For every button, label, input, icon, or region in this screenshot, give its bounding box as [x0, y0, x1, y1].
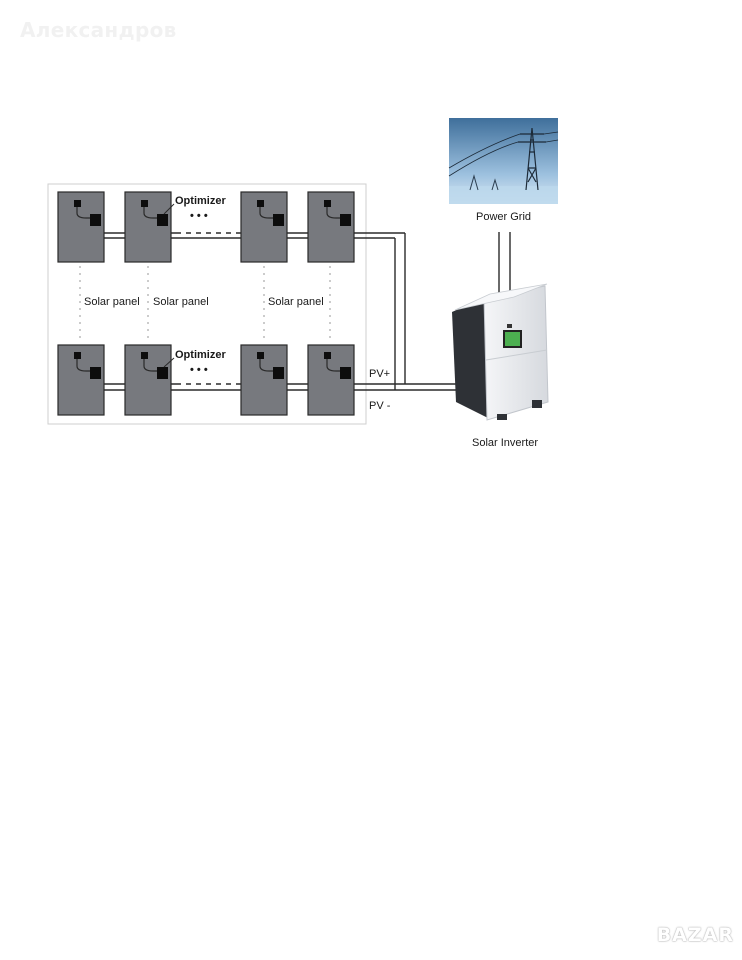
solar-panel-icon [124, 344, 172, 416]
optimizer-leaders [163, 203, 175, 368]
ellipsis-bottom: • • • [190, 364, 208, 376]
solar-panel-icon [240, 344, 288, 416]
bazar-logo: BAZAR [656, 924, 734, 946]
row-connectors [79, 266, 331, 342]
optimizer-icon [90, 367, 101, 379]
solar-inverter-image [452, 283, 549, 421]
solar-panel-icon [57, 191, 105, 263]
optimizer-icon [340, 367, 351, 379]
solar-panel-label-1: Solar panel [84, 296, 140, 308]
optimizer-icon [273, 367, 284, 379]
solar-inverter-label: Solar Inverter [472, 437, 538, 449]
power-grid-label: Power Grid [476, 211, 531, 223]
solar-panel-label-2: Solar panel [153, 296, 209, 308]
solar-panel-icon [240, 191, 288, 263]
watermark-text: Александров [20, 18, 177, 42]
ellipsis-top: • • • [190, 210, 208, 222]
optimizer-label-top: Optimizer [175, 195, 226, 207]
solar-panel-icon [307, 191, 355, 263]
bottom-row-panels [57, 344, 355, 416]
solar-panel-icon [57, 344, 105, 416]
pv-minus-label: PV - [369, 400, 391, 412]
pv-plus-label: PV+ [369, 368, 390, 380]
optimizer-icon [90, 214, 101, 226]
top-row-panels [57, 191, 355, 263]
solar-panel-icon [307, 344, 355, 416]
power-grid-image [448, 118, 559, 204]
optimizer-icon [340, 214, 351, 226]
optimizer-icon [157, 214, 168, 226]
optimizer-icon [157, 367, 168, 379]
pylon-icon [518, 127, 546, 191]
inverter-display [503, 330, 522, 348]
solar-panel-icon [124, 191, 172, 263]
optimizer-label-bottom: Optimizer [175, 349, 226, 361]
optimizer-icon [273, 214, 284, 226]
solar-panel-label-3: Solar panel [268, 296, 324, 308]
